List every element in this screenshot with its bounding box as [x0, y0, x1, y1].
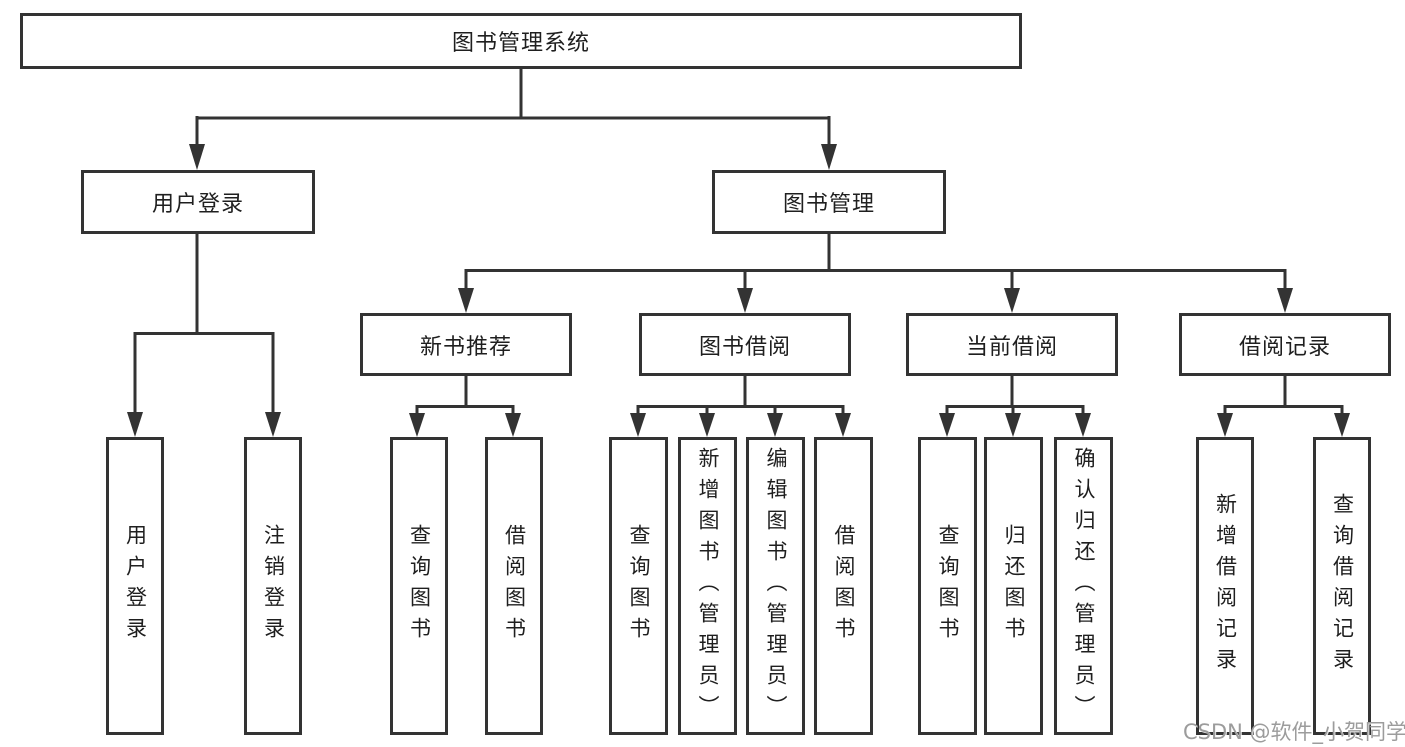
leaf-query-books-2: 查询图书 — [609, 437, 668, 735]
leaf-logout: 注销登录 — [244, 437, 302, 735]
arrowhead — [767, 413, 783, 437]
arrowhead — [1005, 413, 1021, 437]
arrowhead — [1277, 288, 1293, 313]
connector-new-book-children — [415, 376, 515, 416]
arrowhead — [630, 413, 646, 437]
arrowhead — [189, 144, 205, 170]
leaf-label: 归还图书 — [1002, 524, 1026, 648]
leaf-borrow-books-1: 借阅图书 — [485, 437, 543, 735]
node-label: 新书推荐 — [419, 334, 512, 360]
arrowhead — [835, 413, 851, 437]
arrowhead — [505, 413, 521, 437]
node-label: 用户登录 — [151, 192, 244, 217]
node-book-borrowing: 图书借阅 — [639, 313, 851, 376]
leaf-query-books-3: 查询图书 — [918, 437, 977, 735]
connector-book-mgmt-groups — [464, 233, 1287, 291]
csdn-watermark: CSDN @软件_小贺同学 — [1183, 720, 1405, 744]
leaf-label: 注销登录 — [261, 524, 286, 648]
arrowhead — [737, 288, 753, 313]
leaf-user-login: 用户登录 — [106, 437, 164, 735]
arrowhead — [458, 288, 474, 313]
node-label: 当前借阅 — [965, 334, 1058, 360]
node-label: 图书管理 — [782, 192, 875, 217]
arrowhead — [1217, 413, 1233, 437]
leaf-label: 查询图书 — [407, 524, 432, 648]
leaf-return-books: 归还图书 — [984, 437, 1043, 735]
node-label: 借阅记录 — [1238, 334, 1331, 360]
arrowhead — [1004, 288, 1020, 313]
node-book-management-branch: 图书管理 — [712, 170, 946, 234]
leaf-add-borrow-record: 新增借阅记录 — [1196, 437, 1254, 735]
leaf-label: 查询借阅记录 — [1330, 493, 1355, 679]
leaf-label: 查询图书 — [936, 524, 960, 648]
connector-records-children — [1223, 376, 1344, 416]
leaf-label: 借阅图书 — [832, 524, 856, 648]
node-current-borrowing: 当前借阅 — [906, 313, 1118, 376]
leaf-add-books-admin: 新增图书（管理员） — [678, 437, 737, 735]
arrowhead — [127, 412, 143, 437]
leaf-query-books-1: 查询图书 — [390, 437, 448, 735]
leaf-borrow-books-2: 借阅图书 — [814, 437, 873, 735]
leaf-label: 查询图书 — [627, 524, 651, 648]
node-root-label: 图书管理系统 — [451, 31, 590, 56]
leaf-label: 确认归还（管理员） — [1072, 446, 1096, 726]
arrowhead — [699, 413, 715, 437]
connector-root-to-level2 — [195, 68, 831, 146]
connector-current-children — [945, 376, 1085, 416]
connector-borrow-children — [636, 376, 845, 416]
arrowhead — [265, 412, 281, 437]
arrowhead — [409, 413, 425, 437]
node-new-book-recommend: 新书推荐 — [360, 313, 572, 376]
node-borrow-records: 借阅记录 — [1179, 313, 1391, 376]
arrowhead — [1334, 413, 1350, 437]
leaf-label: 新增图书（管理员） — [696, 446, 720, 726]
leaf-label: 用户登录 — [123, 524, 148, 648]
leaf-edit-books-admin: 编辑图书（管理员） — [746, 437, 805, 735]
leaf-query-borrow-record: 查询借阅记录 — [1313, 437, 1371, 735]
arrowhead — [939, 413, 955, 437]
arrowhead — [1075, 413, 1091, 437]
node-label: 图书借阅 — [698, 334, 791, 360]
leaf-confirm-return-admin: 确认归还（管理员） — [1054, 437, 1113, 735]
leaf-label: 新增借阅记录 — [1213, 493, 1238, 679]
leaf-label: 借阅图书 — [502, 524, 527, 648]
arrowhead — [821, 144, 837, 170]
node-root-system: 图书管理系统 — [20, 13, 1022, 69]
connector-user-login-children — [133, 233, 275, 416]
node-user-login-branch: 用户登录 — [81, 170, 315, 234]
leaf-label: 编辑图书（管理员） — [764, 446, 788, 726]
